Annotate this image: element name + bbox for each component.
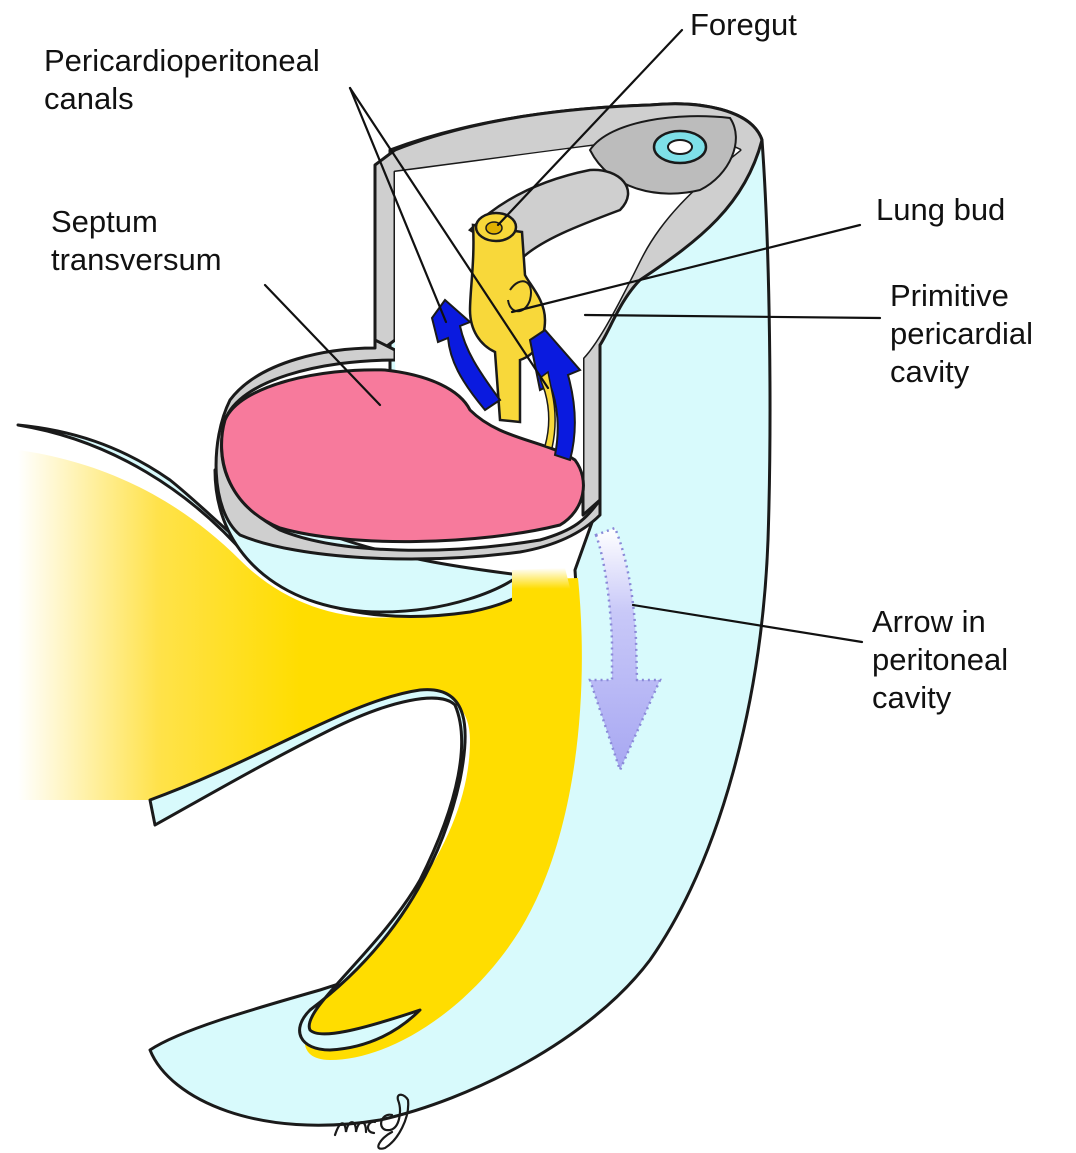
label-primitive-line3: cavity — [890, 353, 1033, 391]
label-foregut: Foregut — [690, 6, 797, 44]
label-arrow-line2: peritoneal — [872, 641, 1008, 679]
neural-tube-lumen — [668, 140, 692, 154]
yolk-stalk — [512, 568, 578, 620]
label-pericardioperitoneal-canals: Pericardioperitoneal canals — [44, 42, 320, 118]
label-septum-line2: transversum — [51, 241, 222, 279]
label-primitive-line1: Primitive — [890, 277, 1033, 315]
label-pericardioperitoneal-line1: Pericardioperitoneal — [44, 42, 320, 80]
label-septum-line1: Septum — [51, 203, 222, 241]
label-primitive-line2: pericardial — [890, 315, 1033, 353]
label-primitive-pericardial-cavity: Primitive pericardial cavity — [890, 277, 1033, 391]
label-septum-transversum: Septum transversum — [51, 203, 222, 279]
label-arrow-line1: Arrow in — [872, 603, 1008, 641]
label-arrow-line3: cavity — [872, 679, 1008, 717]
label-arrow-peritoneal-cavity: Arrow in peritoneal cavity — [872, 603, 1008, 717]
label-pericardioperitoneal-line2: canals — [44, 80, 320, 118]
label-lung-bud: Lung bud — [876, 191, 1005, 229]
